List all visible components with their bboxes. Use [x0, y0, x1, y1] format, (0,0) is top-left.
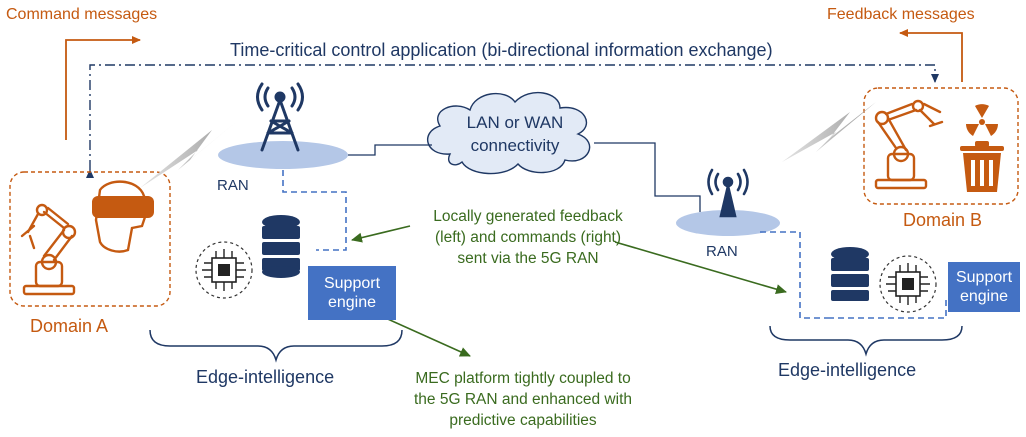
domain-b-box: [863, 87, 1019, 205]
ran-left-label: RAN: [217, 177, 249, 194]
robot-arm-icon: [20, 203, 77, 296]
radiation-icon: [966, 104, 998, 136]
brace-left: [149, 329, 403, 363]
database-icon: [262, 215, 300, 278]
vr-headset-icon: [92, 180, 154, 253]
time-critical-label: Time-critical control application (bi-di…: [230, 40, 773, 60]
feedback-arrow: [899, 29, 963, 82]
antenna-small-icon: [707, 168, 749, 218]
lightning-icon: [140, 122, 236, 188]
domain-b-label: Domain B: [903, 210, 983, 230]
brace-right: [769, 325, 963, 357]
antenna-tower-icon: [256, 82, 304, 152]
feedback-note: Locally generated feedback (left) and co…: [433, 208, 623, 267]
ran-right-ellipse: [676, 210, 780, 236]
green-arrow-left: [351, 225, 411, 243]
domain-a-box: [9, 171, 171, 307]
cloud-icon: [427, 91, 591, 175]
mec-note: MEC platform tightly coupled to the 5G R…: [414, 370, 632, 429]
ai-chip-icon: [879, 255, 937, 313]
ran-right-label: RAN: [706, 243, 738, 260]
edge-intelligence-left-label: Edge-intelligence: [196, 367, 335, 387]
command-messages-label: Command messages: [6, 6, 158, 23]
ai-chip-icon: [195, 241, 253, 299]
ran-left-ellipse: [218, 141, 348, 169]
green-arrow-right: [614, 241, 787, 294]
robot-arm-icon: [874, 99, 944, 190]
command-arrow: [65, 36, 141, 140]
feedback-messages-label: Feedback messages: [827, 6, 975, 23]
database-icon: [831, 247, 869, 301]
edge-intelligence-right-label: Edge-intelligence: [778, 360, 917, 380]
cloud-label: LAN or WAN connectivity: [466, 113, 564, 155]
time-critical-line: [86, 64, 939, 178]
domain-a-label: Domain A: [30, 316, 109, 336]
lightning-icon: [782, 102, 876, 162]
trash-bin-icon: [960, 141, 1004, 192]
